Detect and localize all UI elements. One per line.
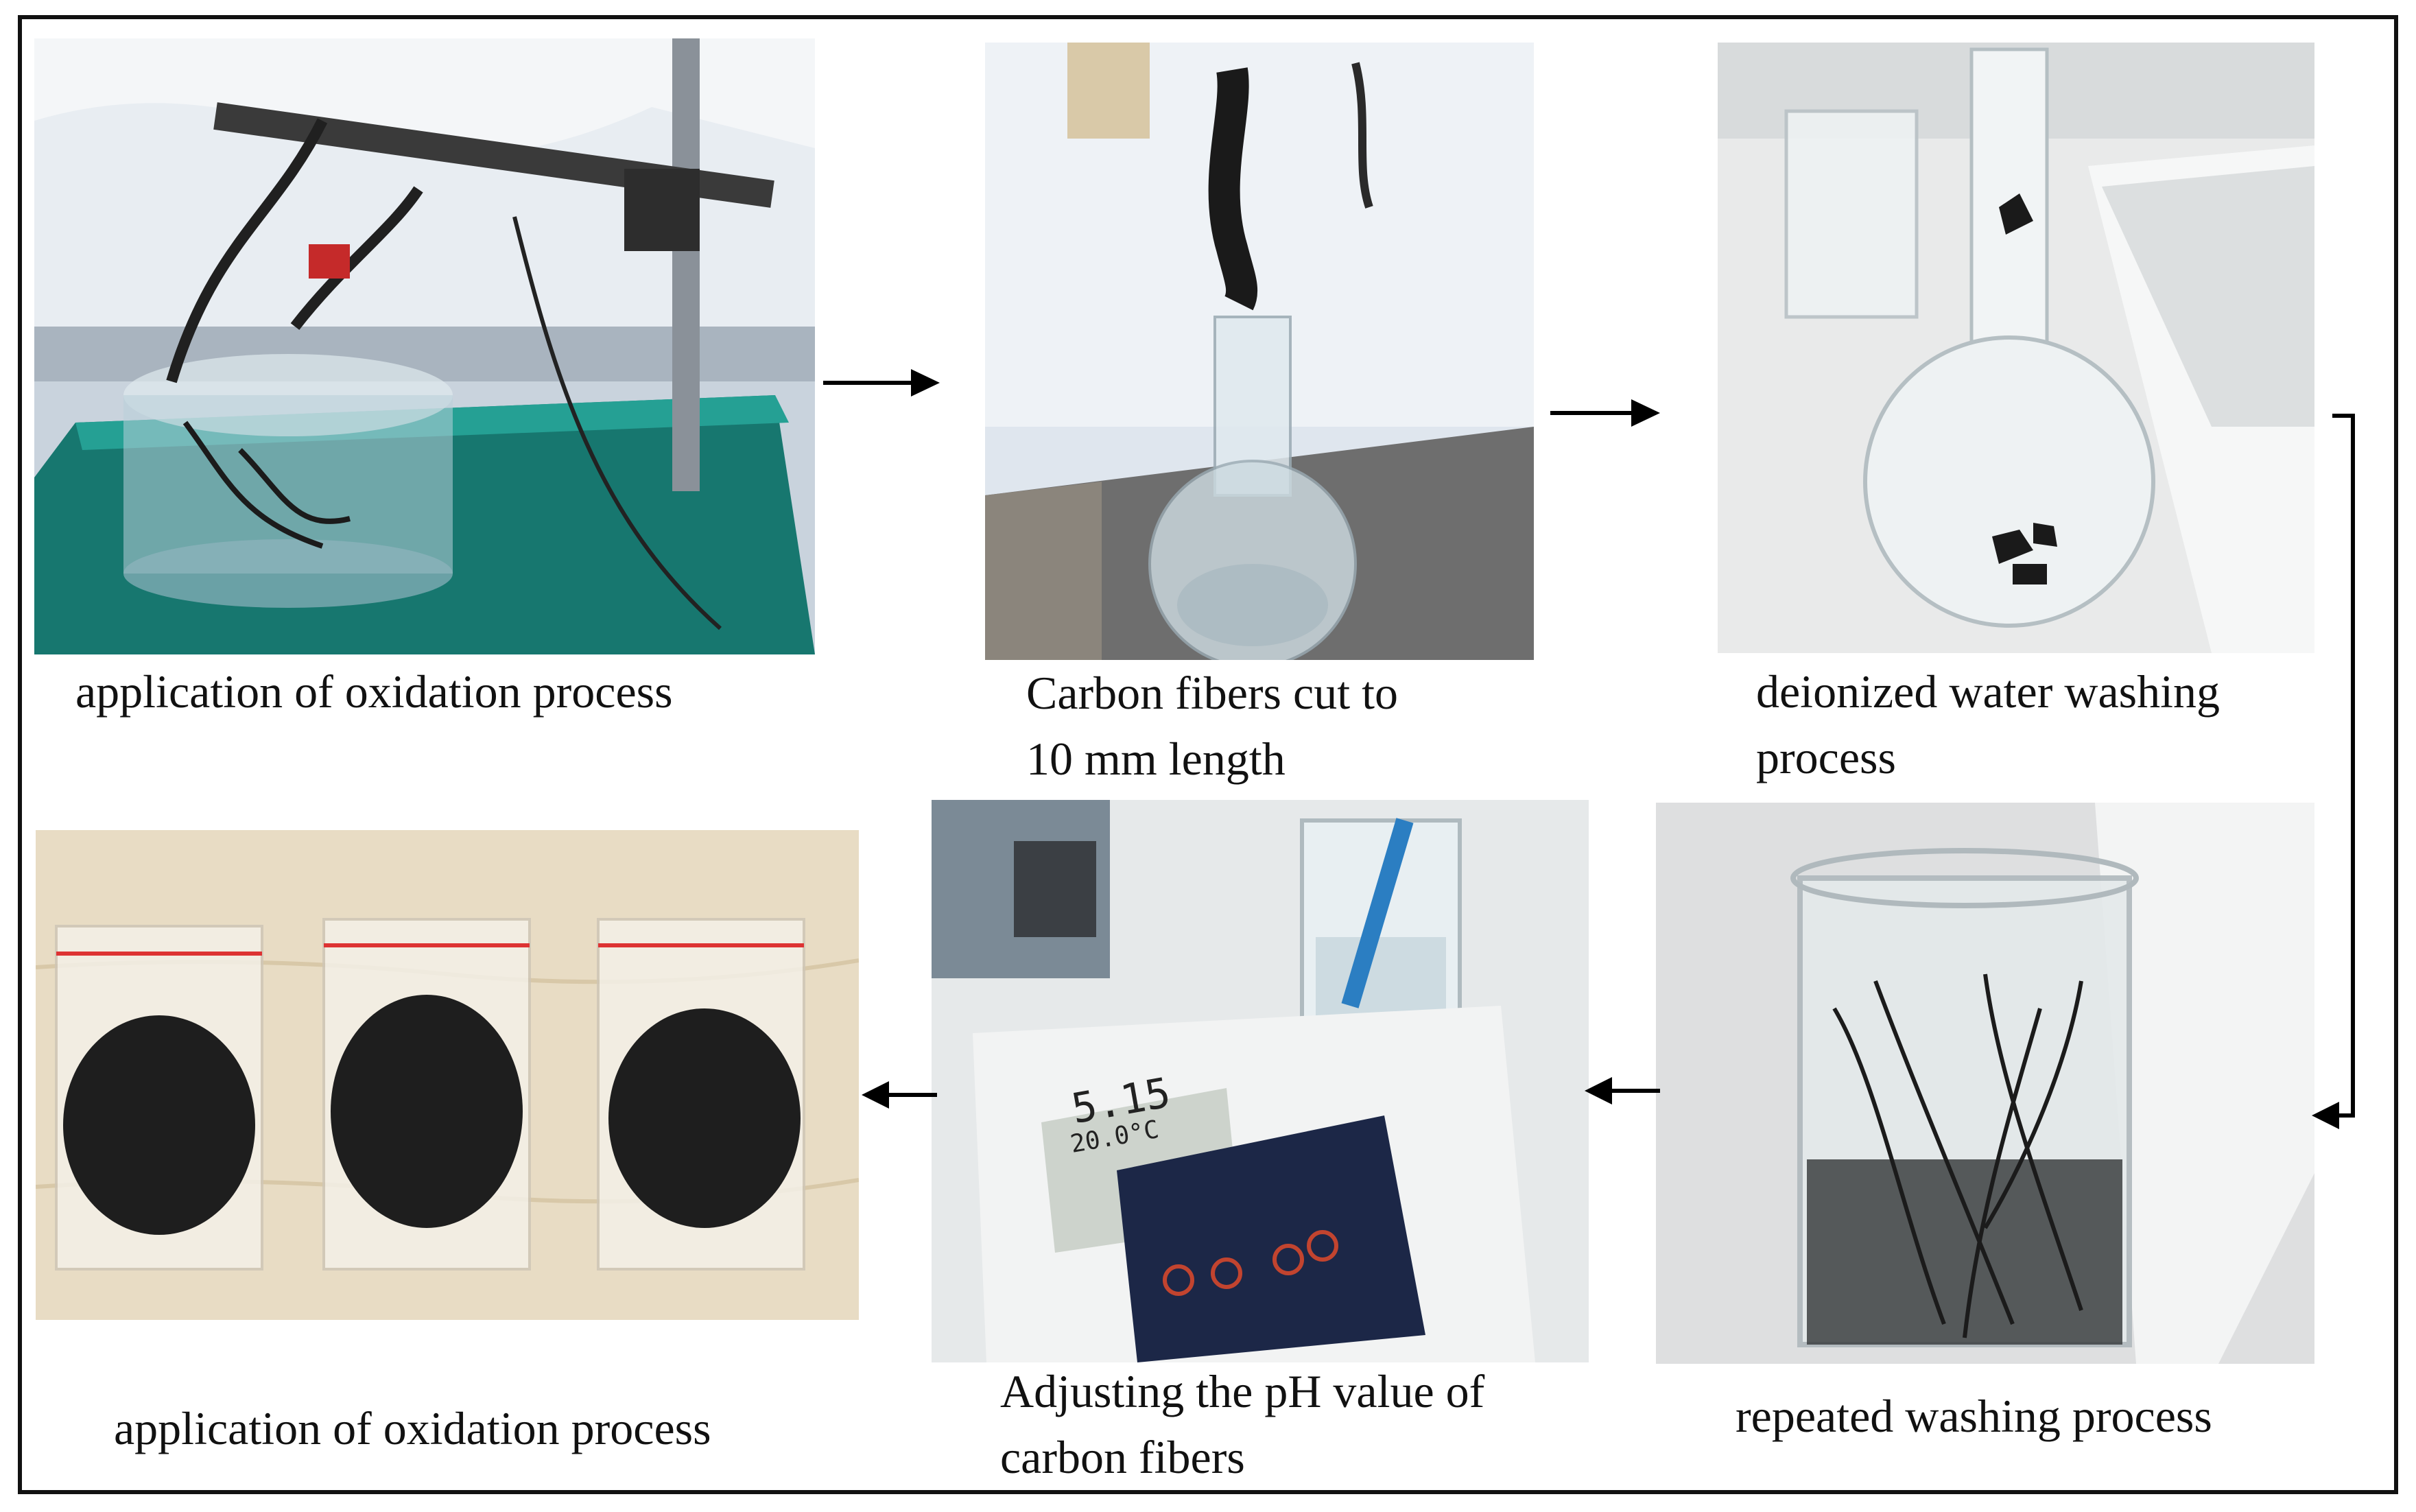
caption-deionized-line2: process [1756,731,1896,783]
caption-ph-line1: Adjusting the pH value of [1000,1365,1485,1417]
arrow-step4-to-step5 [1585,1077,1660,1105]
caption-repeated-washing: repeated washing process [1736,1390,2212,1442]
caption-cut-fibers-line1: Carbon fibers cut to [1026,667,1398,719]
photo-repeated-washing [1656,803,2314,1364]
arrow-step2-to-step3 [1550,399,1660,427]
arrow-step3-to-step4 [2312,414,2355,1129]
caption-deionized-line1: deionized water washing [1756,665,2220,718]
caption-ph-line2: carbon fibers [1000,1431,1245,1483]
caption-cut-fibers-line2: 10 mm length [1026,733,1286,785]
caption-oxidation-process-1: application of oxidation process [75,665,673,718]
photo-cut-fibers-flask [985,43,1534,660]
photo-ph-meter [932,800,1589,1362]
arrow-step1-to-step2 [823,369,940,397]
photo-oxidation-setup [34,38,815,654]
caption-oxidation-process-2: application of oxidation process [114,1402,711,1454]
photo-deionized-washing [1718,43,2314,653]
photo-bagged-fibers [36,830,859,1320]
arrow-step5-to-step6 [862,1081,937,1109]
